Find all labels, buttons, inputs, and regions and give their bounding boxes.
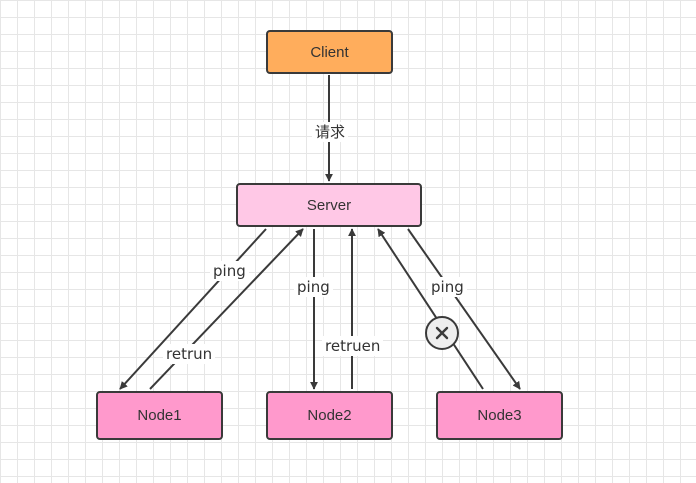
arrow-server-to-node3 xyxy=(407,228,521,390)
node1-label: Node1 xyxy=(137,407,182,424)
server-label: Server xyxy=(306,196,352,214)
client-node[interactable]: Client xyxy=(266,30,393,74)
edge-label-return-node1: retrun xyxy=(163,344,216,364)
edge-label-request: 请求 xyxy=(312,122,349,142)
node2-node[interactable]: Node2 xyxy=(266,391,393,440)
edge-label-ping-node3: ping xyxy=(428,277,467,297)
close-icon xyxy=(425,316,459,350)
node3-label: Node3 xyxy=(477,407,522,424)
arrow-node1-to-server xyxy=(149,228,304,390)
node3-node[interactable]: Node3 xyxy=(436,391,563,440)
node2-label: Node2 xyxy=(307,407,352,424)
arrow-node3-to-server xyxy=(377,228,484,390)
client-label: Client xyxy=(310,43,349,61)
node1-node[interactable]: Node1 xyxy=(96,391,223,440)
edge-label-return-node2: retruen xyxy=(322,336,384,356)
server-node[interactable]: Server xyxy=(236,183,422,227)
edge-label-ping-node1: ping xyxy=(210,261,249,281)
arrow-server-to-node1 xyxy=(119,228,267,390)
edge-label-ping-node2: ping xyxy=(294,277,333,297)
